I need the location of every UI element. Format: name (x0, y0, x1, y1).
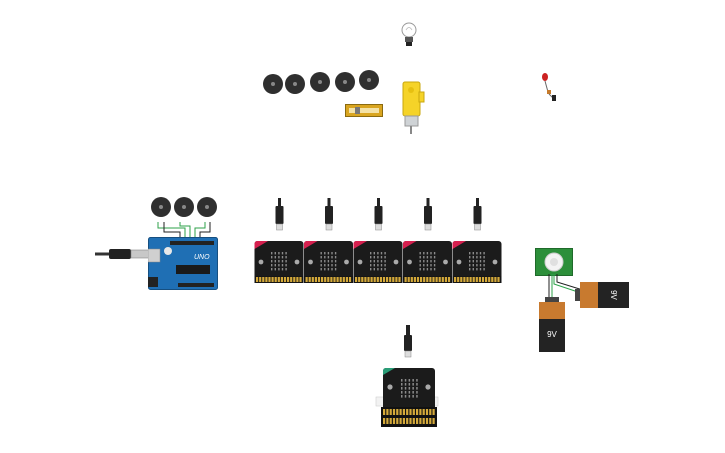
wires-pir-battery (540, 274, 590, 304)
microbit[interactable] (383, 368, 435, 412)
piezo-buzzer[interactable] (359, 70, 379, 90)
piezo-buzzer[interactable] (197, 197, 217, 217)
piezo-buzzer[interactable] (151, 197, 171, 217)
battery-right-label: 9V (609, 290, 618, 300)
piezo-buzzer[interactable] (285, 74, 305, 94)
lightbulb[interactable] (399, 21, 419, 49)
piezo-buzzer[interactable] (263, 74, 283, 94)
microbit[interactable] (254, 198, 304, 283)
pir-sensor[interactable] (535, 248, 573, 276)
battery-9v-bottom[interactable]: 9V (538, 297, 566, 353)
arduino-uno[interactable]: UNO (148, 237, 218, 290)
piezo-buzzer[interactable] (174, 197, 194, 217)
slide-potentiometer[interactable] (345, 104, 383, 117)
battery-bottom-label: 9V (547, 330, 557, 339)
microbit-single (373, 325, 443, 431)
microbit[interactable] (353, 198, 403, 283)
piezo-buzzer-group-top (262, 69, 382, 97)
usb-cable[interactable] (95, 246, 155, 262)
microbit[interactable] (304, 198, 353, 283)
piezo-buzzer-group-arduino (150, 196, 220, 220)
microbit[interactable] (452, 198, 502, 283)
dc-gearmotor[interactable] (398, 80, 426, 136)
piezo-buzzer[interactable] (335, 72, 355, 92)
microbit[interactable] (403, 198, 452, 283)
arduino-logo-text: UNO (194, 254, 210, 261)
led[interactable] (539, 72, 559, 104)
microbit-row (254, 198, 506, 288)
battery-9v-right[interactable]: 9V (575, 281, 631, 309)
piezo-buzzer[interactable] (310, 72, 330, 92)
